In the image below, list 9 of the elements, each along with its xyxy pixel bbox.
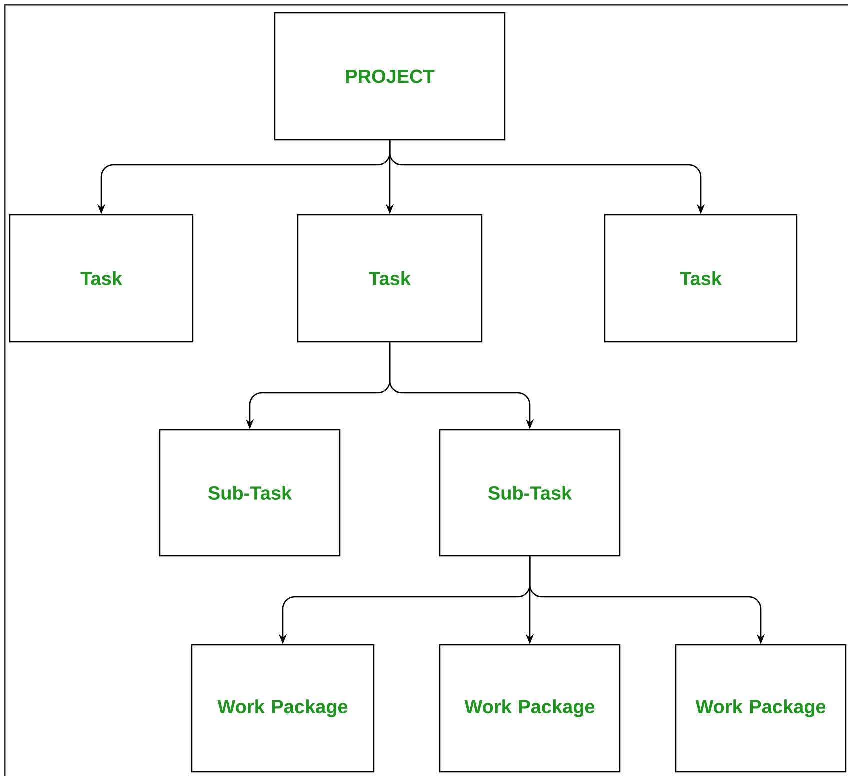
task-box: Task xyxy=(9,214,194,343)
work-package-box: Work Package xyxy=(675,644,847,773)
sub-task-box: Sub-Task xyxy=(159,429,341,557)
project-box: PROJECT xyxy=(274,12,506,141)
task-box: Task xyxy=(604,214,798,343)
sub-task-box: Sub-Task xyxy=(439,429,621,557)
work-package-box: Work Package xyxy=(439,644,621,773)
task-box: Task xyxy=(297,214,483,343)
work-package-box: Work Package xyxy=(191,644,375,773)
